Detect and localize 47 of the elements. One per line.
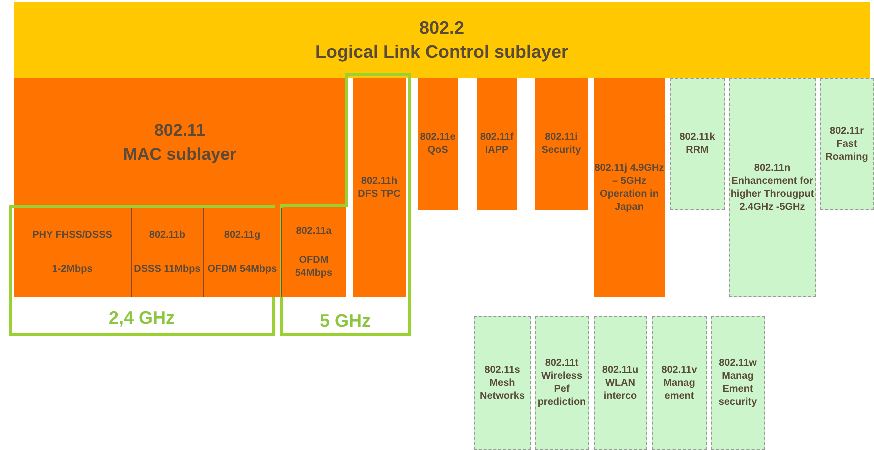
standard-box xyxy=(418,78,458,210)
proposed-standard-box xyxy=(594,316,647,450)
standard-label: DSSS 11Mbps xyxy=(134,263,201,276)
standard-label: 802.11h DFS TPC xyxy=(357,174,402,200)
frequency-label: 2,4 GHz xyxy=(108,308,176,329)
standard-cell xyxy=(281,208,346,297)
standard-label: 802.11j 4.9GHz – 5GHz Operation in Japan xyxy=(594,162,665,214)
standard-label: 802.11f IAPP xyxy=(479,131,515,157)
standard-label: 802.11v Manag ement xyxy=(660,364,698,402)
standard-box xyxy=(535,78,588,210)
layer-bar xyxy=(14,2,870,78)
standard-label: 802.11 xyxy=(154,120,206,142)
standard-label: 802.11n Enhancement for higher Througput 2.4GHz -5GHz xyxy=(730,162,815,214)
proposed-standard-box xyxy=(670,78,725,210)
frequency-label: 5 GHz xyxy=(320,311,371,332)
sublayer-box xyxy=(14,78,346,208)
standard-label: 802.11a xyxy=(296,224,332,238)
frequency-group-outline xyxy=(280,73,411,336)
standard-cell xyxy=(203,208,281,297)
proposed-standard-box xyxy=(729,78,816,297)
standard-label: 802.11k RRM xyxy=(678,131,716,157)
proposed-standard-box xyxy=(711,316,765,450)
standard-box xyxy=(353,78,406,297)
standard-label: 802.11s Mesh Networks xyxy=(478,364,526,402)
standard-label: PHY FHSS/DSSS xyxy=(32,229,112,242)
proposed-standard-box xyxy=(820,78,874,210)
standard-label: MAC sublayer xyxy=(123,144,237,166)
standard-label: OFDM 54Mbps xyxy=(294,254,334,280)
proposed-standard-box xyxy=(652,316,707,450)
standard-label: Logical Link Control sublayer xyxy=(315,41,569,64)
standard-box xyxy=(477,78,517,210)
standard-label: 802.11i Security xyxy=(540,131,582,157)
standard-label: 1-2Mbps xyxy=(52,263,93,276)
standard-label: 802.11t Wireless Pef prediction xyxy=(536,357,588,409)
standard-label: 802.11g xyxy=(224,229,261,242)
standard-label: 802.2 xyxy=(419,17,465,40)
standard-label: 802.11e QoS xyxy=(419,131,457,157)
standard-label: OFDM 54Mbps xyxy=(208,263,278,276)
standard-label: 802.11r Fast Roaming xyxy=(824,124,870,164)
standard-label: 802.11w Manag Ement security xyxy=(718,357,758,409)
phy-cell xyxy=(14,208,131,297)
standard-label: 802.11u WLAN interco xyxy=(601,364,640,402)
standard-cell xyxy=(131,208,203,297)
standard-box xyxy=(594,78,665,297)
proposed-standard-box xyxy=(535,316,589,450)
proposed-standard-box xyxy=(474,316,531,450)
standard-label: 802.11b xyxy=(149,229,186,242)
